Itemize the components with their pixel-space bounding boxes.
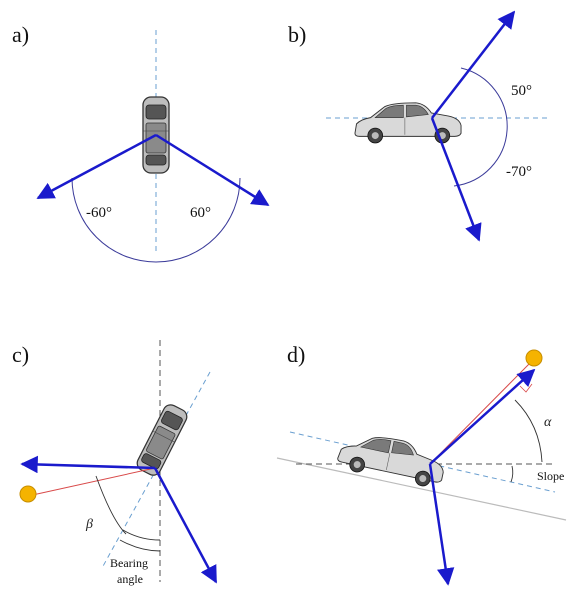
panel-b-arc [453, 67, 508, 187]
panel-c-bearing-label-2: angle [117, 572, 143, 586]
panel-c-sun-ray [27, 467, 156, 497]
panel-b-lower-vector [430, 117, 482, 242]
panel-b-upper-vector [431, 10, 516, 119]
sun-icon [19, 485, 37, 503]
panel-a-right-angle: 60° [190, 205, 211, 221]
panel-c-bearing-label-1: Bearing [110, 556, 148, 570]
panel-c-label: c) [12, 342, 29, 367]
panel-a-left-vector [36, 133, 157, 200]
panel-c-lower-vector [153, 467, 218, 584]
panel-d-slope-arc [510, 465, 514, 483]
panel-d-lower-vector [428, 463, 455, 586]
panel-c-left-vector [20, 455, 156, 474]
panel-a: a) -60° 60° [12, 22, 270, 263]
panel-d-ground-line [276, 457, 567, 521]
panel-a-label: a) [12, 22, 29, 47]
panel-c-bearing-arc-2 [119, 539, 161, 552]
panel-d: d) α Slope [276, 342, 567, 586]
panel-c: c) β Bearing angle [12, 340, 218, 586]
panel-d-label: d) [287, 342, 305, 367]
panel-d-upper-vector [429, 368, 536, 465]
panel-d-slope-label: Slope [537, 469, 564, 483]
panel-c-beta-arc [95, 475, 127, 535]
panel-a-left-angle: -60° [86, 205, 112, 221]
panel-b-label: b) [288, 22, 306, 47]
panel-d-right-angle-mark [519, 383, 533, 393]
panel-d-alpha-arc [514, 399, 543, 463]
panel-a-arc [71, 177, 241, 263]
panel-a-right-vector [155, 133, 270, 207]
panel-c-beta: β [85, 517, 93, 532]
car-side-icon [335, 427, 449, 491]
panel-d-alpha: α [544, 415, 552, 430]
sun-icon [525, 349, 543, 367]
panel-c-bearing-arc-1 [122, 529, 161, 541]
panel-b: b) 50° -70° [288, 10, 548, 242]
car-side-icon [354, 102, 462, 144]
panel-d-sun-ray [429, 359, 534, 465]
panel-b-upper-angle: 50° [511, 83, 532, 99]
panel-b-lower-angle: -70° [506, 164, 532, 180]
